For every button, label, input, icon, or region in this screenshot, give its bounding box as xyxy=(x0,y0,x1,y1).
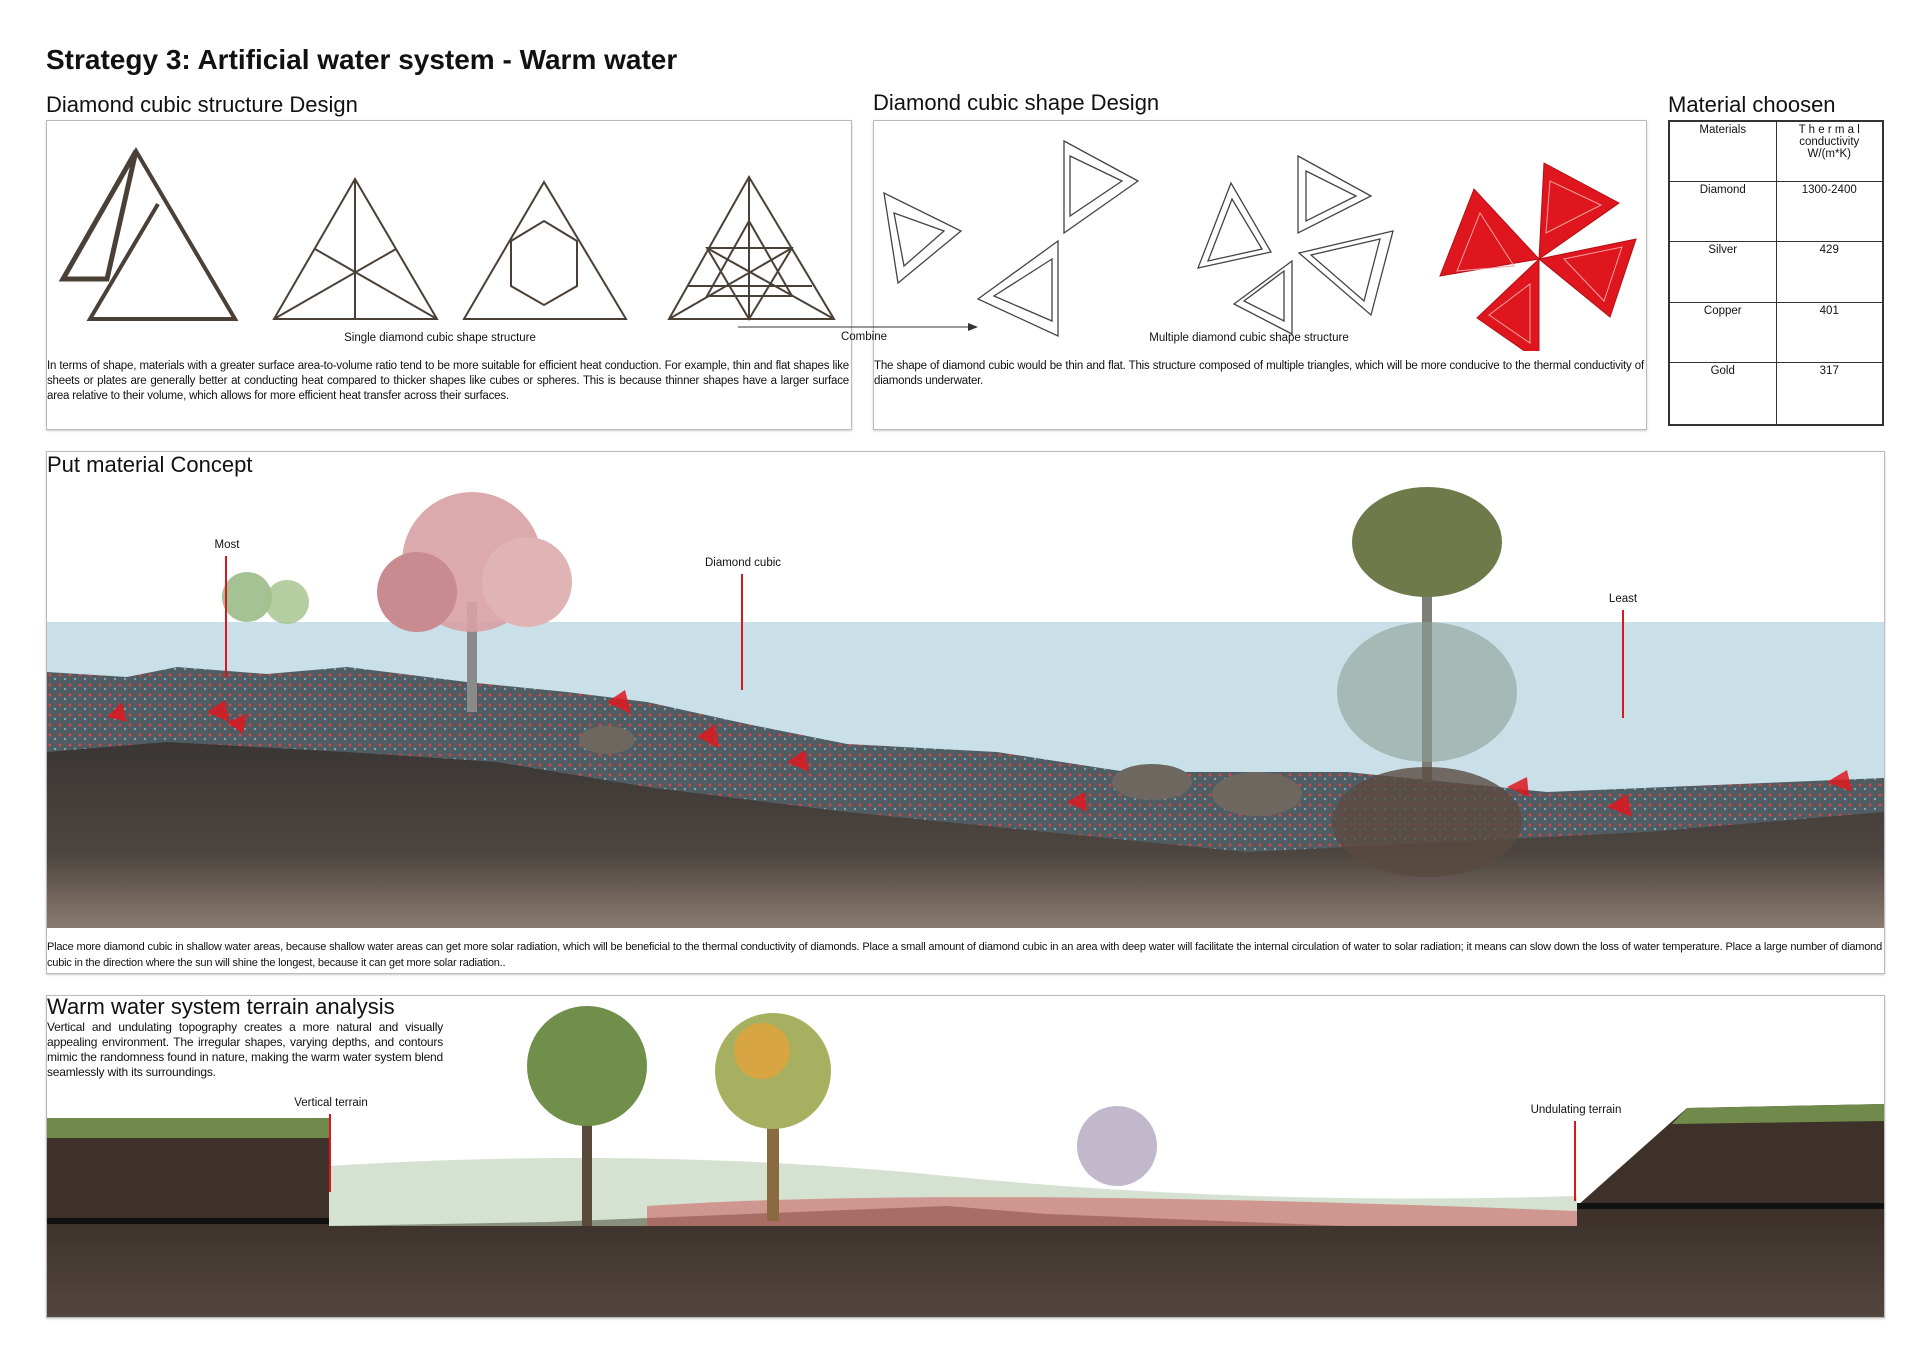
material-value: 317 xyxy=(1775,362,1884,426)
shape-design-paragraph: The shape of diamond cubic would be thin… xyxy=(874,360,1644,387)
underwater-section-illustration xyxy=(47,487,1884,928)
header-thermal-conductivity: T h e r m a l conductivity W/(m*K) xyxy=(1775,120,1884,182)
concept-panel: Put material Concept Most Diamond cubic … xyxy=(46,451,1885,974)
marker-line-diamond-cubic xyxy=(741,574,743,690)
table-header-row: Materials T h e r m a l conductivity W/(… xyxy=(1668,120,1884,182)
marker-line-least xyxy=(1622,610,1624,718)
single-diamond-triangles-illustration xyxy=(58,147,836,321)
material-value: 401 xyxy=(1775,301,1884,364)
tree-right xyxy=(1332,487,1522,877)
multiple-diamond-shapes-illustration xyxy=(883,139,1637,351)
materials-heading: Material choosen xyxy=(1668,92,1836,117)
material-value: 1300-2400 xyxy=(1775,180,1884,243)
marker-line-undulating xyxy=(1574,1121,1576,1201)
shrub xyxy=(1077,1106,1157,1186)
tree-1 xyxy=(527,1006,647,1226)
terrain-panel: Warm water system terrain analysis Verti… xyxy=(46,994,1885,1318)
terrain-section-illustration xyxy=(47,1006,1884,1317)
combine-arrow xyxy=(738,323,978,331)
plant-left xyxy=(222,572,309,624)
label-vertical-terrain: Vertical terrain xyxy=(294,1097,368,1109)
marker-line-vertical xyxy=(329,1114,331,1192)
single-structure-caption: Single diamond cubic shape structure xyxy=(344,332,536,344)
diamond-cubic-markers xyxy=(107,690,1852,817)
label-least: Least xyxy=(1608,593,1638,605)
vertical-terrain-block xyxy=(47,1124,329,1226)
marker-line-most xyxy=(225,556,227,678)
material-name: Diamond xyxy=(1668,180,1777,243)
material-value: 429 xyxy=(1775,241,1884,303)
materials-table: Materials T h e r m a l conductivity W/(… xyxy=(1668,120,1884,426)
terrain-heading: Warm water system terrain analysis xyxy=(47,994,395,1019)
label-most: Most xyxy=(214,539,240,551)
material-name: Copper xyxy=(1668,301,1777,364)
concept-heading: Put material Concept xyxy=(47,452,253,477)
multiple-structure-caption: Multiple diamond cubic shape structure xyxy=(1149,332,1349,344)
structure-design-heading: Diamond cubic structure Design xyxy=(46,92,358,117)
label-diamond-cubic: Diamond cubic xyxy=(704,557,782,569)
concept-paragraph: Place more diamond cubic in shallow wate… xyxy=(47,941,1882,969)
combine-label: Combine xyxy=(840,331,888,343)
material-name: Gold xyxy=(1668,362,1777,426)
tree-2 xyxy=(715,1013,831,1221)
shape-design-heading: Diamond cubic shape Design xyxy=(873,90,1160,115)
structure-design-panel: Single diamond cubic shape structure In … xyxy=(46,120,852,430)
page-title: Strategy 3: Artificial water system - Wa… xyxy=(46,44,678,75)
material-name: Silver xyxy=(1668,241,1777,303)
undulating-terrain-block xyxy=(1577,1104,1884,1226)
shape-design-panel: Multiple diamond cubic shape structure T… xyxy=(873,120,1647,430)
header-materials: Materials xyxy=(1668,120,1777,182)
label-undulating-terrain: Undulating terrain xyxy=(1530,1104,1622,1116)
structure-design-paragraph: In terms of shape, materials with a grea… xyxy=(47,360,849,402)
terrain-paragraph: Vertical and undulating topography creat… xyxy=(47,1020,443,1079)
tree-left xyxy=(377,492,572,712)
